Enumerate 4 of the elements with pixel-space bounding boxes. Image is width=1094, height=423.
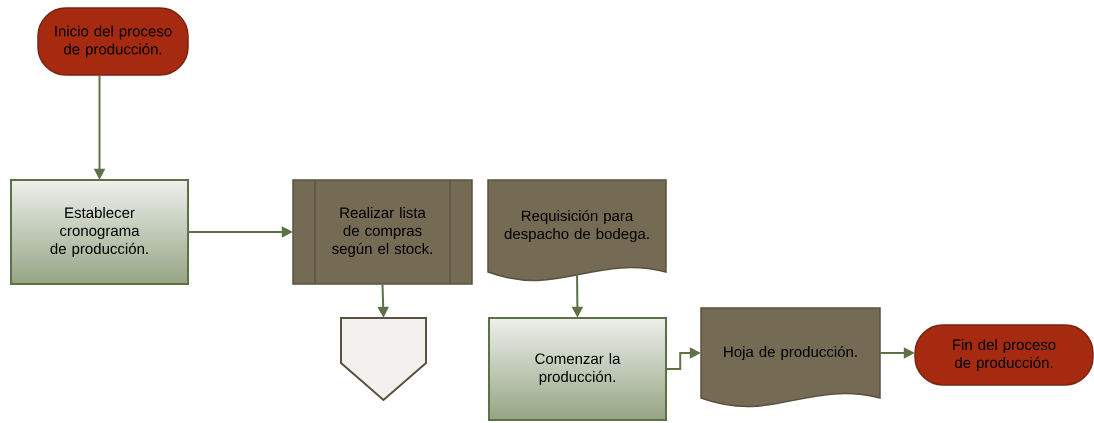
predefined-process-box: Realizar lista de compras según el stock.	[292, 179, 473, 285]
off-page-connector	[340, 317, 427, 402]
process-box: Comenzar la producción.	[488, 317, 667, 421]
process-box: Establecer cronograma de producción.	[10, 179, 189, 285]
